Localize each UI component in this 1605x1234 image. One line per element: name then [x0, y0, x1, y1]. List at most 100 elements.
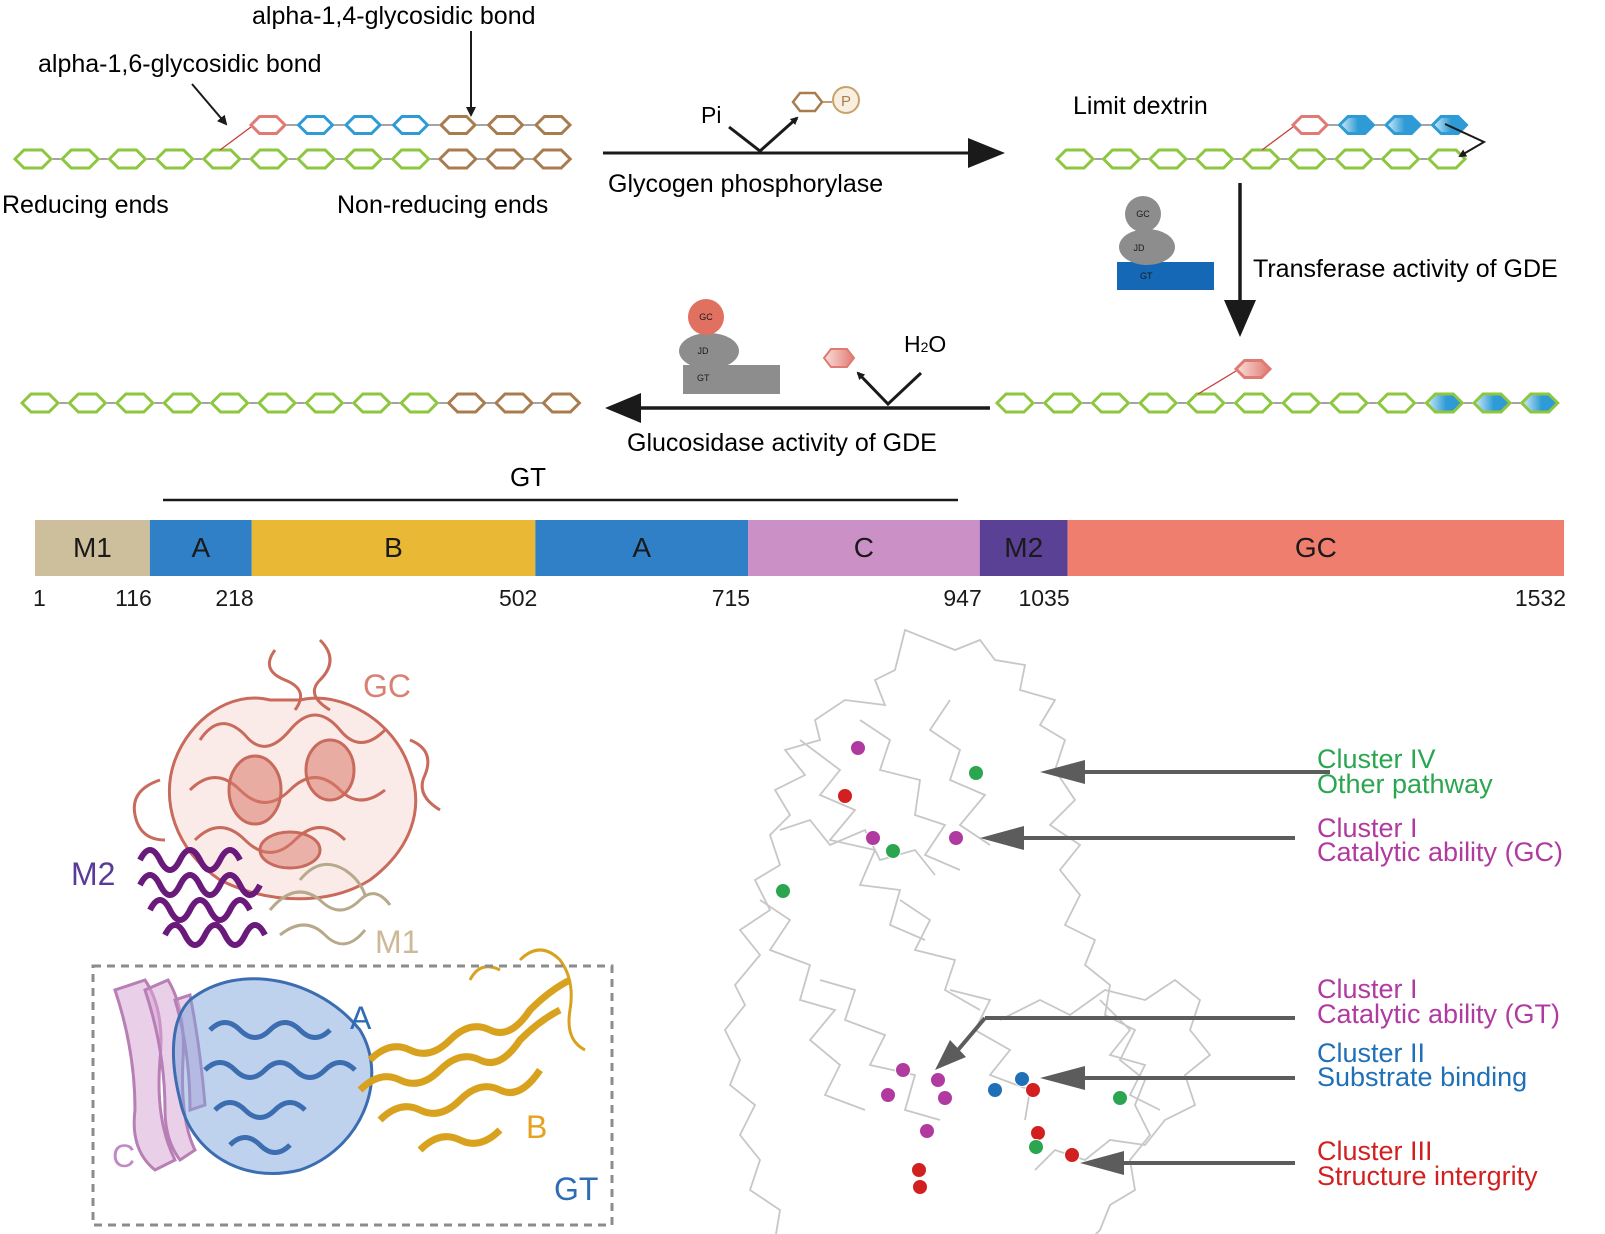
domain-segment-gc	[1067, 520, 1564, 576]
gt-span-label: GT	[510, 462, 546, 492]
pi-branch-arrow	[728, 116, 799, 153]
glucose-unit	[343, 148, 384, 170]
enzyme-gc-text: GC	[1136, 209, 1150, 219]
alpha-16-branch-link	[219, 126, 252, 151]
glucose-unit	[1471, 392, 1513, 414]
domain-segment-label: A	[191, 532, 210, 563]
m2-domain-cartoon	[137, 847, 268, 948]
enzyme-gt-text: GT	[1140, 271, 1153, 281]
glucose-unit	[399, 392, 440, 414]
glucose-unit	[1328, 392, 1370, 414]
glucose-unit	[1380, 148, 1421, 170]
cluster-i-gc-desc: Catalytic ability (GC)	[1317, 837, 1563, 867]
glucose-unit	[1426, 148, 1468, 170]
mutation-sphere	[1028, 1139, 1044, 1155]
mutation-spheres	[775, 740, 1128, 1195]
mutation-sphere	[1030, 1125, 1046, 1141]
transferase-label: Transferase activity of GDE	[1253, 255, 1558, 283]
cluster-arrows	[935, 760, 1330, 1175]
mutation-sphere	[919, 1123, 935, 1139]
alpha-16-branch-link	[1197, 370, 1237, 395]
mutation-sphere	[1025, 1082, 1041, 1098]
glucose-unit	[1054, 148, 1096, 170]
glucose-unit	[437, 148, 478, 170]
mutation-sphere	[1112, 1090, 1128, 1106]
residue-tick-label: 1035	[1018, 585, 1069, 611]
domain-segment-label: B	[384, 532, 403, 563]
cluster-ii-name: Cluster II	[1317, 1038, 1425, 1068]
glucose-unit	[1240, 148, 1282, 170]
glucosidase-label: Glucosidase activity of GDE	[627, 429, 937, 457]
cluster-i-gt-name: Cluster I	[1317, 974, 1418, 1004]
released-glucose	[822, 348, 856, 368]
cluster-i-gc-name: Cluster I	[1317, 813, 1418, 843]
label-m1: M1	[375, 924, 419, 960]
glucose-unit	[1233, 392, 1274, 414]
glucose-unit	[486, 115, 525, 135]
glucose-unit	[1137, 392, 1179, 414]
residue-tick-label: 502	[499, 585, 537, 611]
glucose-unit	[343, 115, 383, 135]
glucose-unit	[248, 148, 290, 170]
glucose-unit	[304, 392, 345, 414]
pi-label: Pi	[701, 102, 721, 128]
glucose-unit	[256, 392, 298, 414]
glucose-chains	[12, 115, 1560, 414]
glucose-unit	[533, 115, 573, 135]
glucose-unit	[19, 392, 61, 414]
glucose-unit	[1185, 392, 1226, 414]
glucose-unit	[296, 115, 335, 135]
phosphorylase-label: Glycogen phosphorylase	[608, 170, 883, 198]
glucose-unit	[446, 392, 487, 414]
mutation-sphere	[1064, 1147, 1080, 1163]
h2o-branch-arrow	[856, 371, 923, 407]
domain-segment-label: M1	[73, 532, 112, 563]
alpha-16-branch-link	[1261, 126, 1294, 151]
label-gt: GT	[554, 1171, 598, 1207]
glucose-unit	[296, 148, 337, 170]
residue-tick-label: 116	[115, 585, 152, 611]
glucose-unit	[1383, 115, 1423, 135]
mutation-sphere	[865, 830, 881, 846]
glucose-unit	[248, 115, 288, 135]
mutation-sphere	[987, 1082, 1003, 1098]
mutation-sphere	[885, 843, 901, 859]
glucose-unit	[438, 115, 478, 135]
domain-segment-label: C	[854, 532, 874, 563]
label-c: C	[112, 1138, 135, 1174]
glucose-unit	[493, 392, 535, 414]
enzyme2-gt-text: GT	[697, 373, 710, 383]
glucose-unit	[60, 148, 101, 170]
phosphate-symbol: P	[841, 93, 851, 110]
gde-enzyme-glucosidase-icon: GC JD GT	[679, 299, 780, 394]
cluster-i-gt-desc: Catalytic ability (GT)	[1317, 999, 1560, 1029]
b-domain-cartoon	[357, 948, 586, 1153]
mutation-sphere	[937, 1090, 953, 1106]
glucose-unit	[1147, 148, 1189, 170]
glucose-unit	[391, 115, 430, 135]
domain-segment-m1	[35, 520, 150, 576]
glucose-unit	[162, 392, 203, 414]
mutation-sphere	[948, 830, 964, 846]
mutation-sphere	[911, 1162, 927, 1178]
mutation-sphere	[912, 1179, 928, 1195]
cluster-ii-desc: Substrate binding	[1317, 1062, 1527, 1092]
glucose-unit	[994, 392, 1036, 414]
domain-segment-c	[748, 520, 980, 576]
protein-cartoon-structure	[113, 638, 586, 1175]
h2o-label: H2O	[904, 331, 946, 357]
limit-dextrin-label: Limit dextrin	[1073, 92, 1208, 120]
glucose-unit	[12, 148, 54, 170]
label-b: B	[526, 1109, 547, 1145]
glucose-unit	[201, 148, 242, 170]
glucose-unit	[541, 392, 582, 414]
mutation-sphere	[850, 740, 866, 756]
domain-segment-b	[251, 520, 536, 576]
domain-segment-a	[535, 520, 749, 576]
glucose-unit	[1042, 392, 1083, 414]
glucose-unit	[1287, 148, 1328, 170]
glucose-unit	[1090, 392, 1131, 414]
backbone-trace	[723, 628, 1212, 1234]
